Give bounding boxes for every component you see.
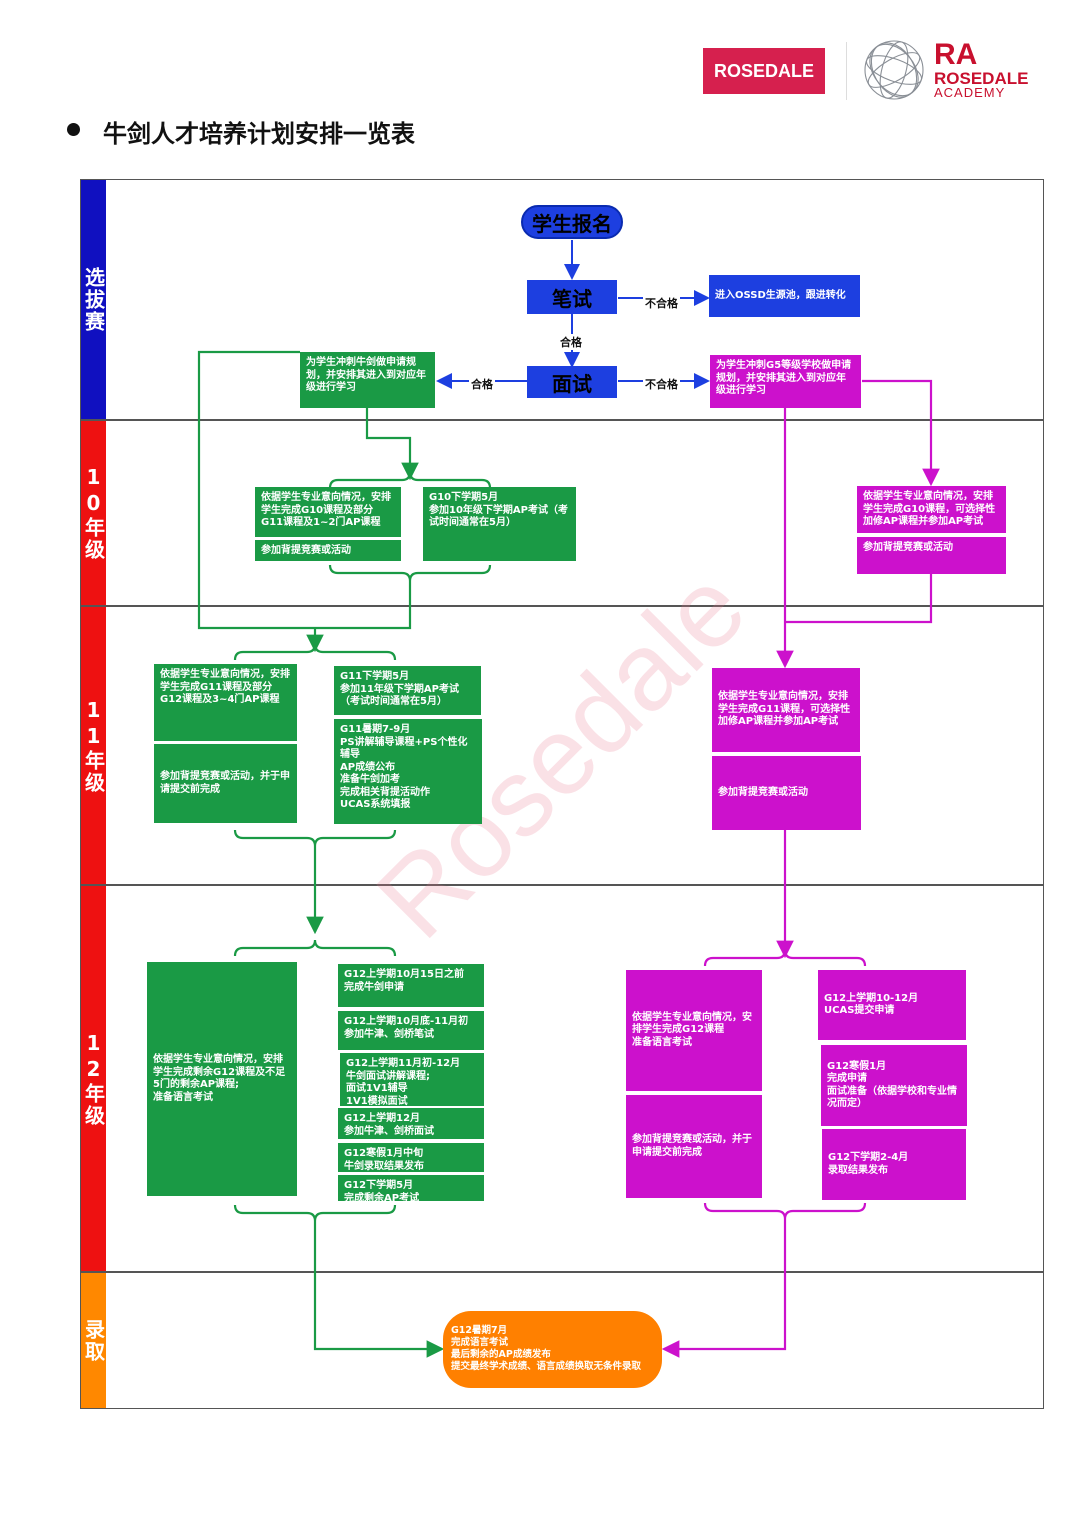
logo-ra: RA xyxy=(934,38,978,71)
node-oxbridge-plan: 为学生冲刺牛剑做申请规划，并安排其进入到对应年级进行学习 xyxy=(300,352,435,408)
node-ossd: 进入OSSD生源池，跟进转化 xyxy=(709,275,860,317)
node-g10-mag-activities: 参加背提竞赛或活动 xyxy=(857,537,1006,574)
band-label-admission: 录取 xyxy=(81,1273,106,1408)
node-g12-courses: 依据学生专业意向情况，安排学生完成剩余G12课程及不足5门的剩余AP课程; 准备… xyxy=(147,962,297,1196)
edge-label-fail-written: 不合格 xyxy=(643,295,680,311)
node-g12-timeline-3: G12上学期11月初-12月 牛剑面试讲解课程; 面试1V1辅导 1V1模拟面试 xyxy=(340,1053,484,1106)
band-label-g11: 11年级 xyxy=(81,607,106,884)
node-g12-mag-timeline-3: G12下学期2-4月 录取结果发布 xyxy=(822,1129,966,1200)
globe-icon xyxy=(862,38,926,102)
band-label-g12: 12年级 xyxy=(81,886,106,1271)
edge-label-pass-interview: 合格 xyxy=(469,376,495,392)
node-g10-ap-exam: G10下学期5月 参加10年级下学期AP考试（考试时间通常在5月） xyxy=(423,487,576,561)
page-title: 牛剑人才培养计划安排一览表 xyxy=(103,120,415,148)
band-g12 xyxy=(80,885,1044,1272)
node-final-admission: G12暑期7月 完成语言考试 最后剩余的AP成绩发布 提交最终学术成绩、语言成绩… xyxy=(443,1311,662,1388)
node-g12-mag-timeline-2: G12寒假1月 完成申请 面试准备（依据学校和专业情况而定） xyxy=(821,1045,967,1126)
node-g12-mag-courses: 依据学生专业意向情况，安排学生完成G12课程 准备语言考试 xyxy=(626,970,762,1091)
band-label-g10: 10年级 xyxy=(81,421,106,605)
band-selection xyxy=(80,179,1044,420)
bullet-icon xyxy=(67,123,80,136)
node-signup: 学生报名 xyxy=(521,205,623,239)
edge-label-pass-written: 合格 xyxy=(558,334,584,350)
node-g11-mag-courses: 依据学生专业意向情况，安排学生完成G11课程，可选择性加修AP课程并参加AP考试 xyxy=(712,668,860,752)
node-g12-timeline-6: G12下学期5月 完成剩余AP考试 xyxy=(338,1175,484,1201)
node-g11-summer: G11暑期7-9月 PS讲解辅导课程+PS个性化辅导 AP成绩公布 准备牛剑加考… xyxy=(334,719,482,824)
band-g11 xyxy=(80,606,1044,885)
band-g10 xyxy=(80,420,1044,606)
node-g12-timeline-5: G12寒假1月中旬 牛剑录取结果发布 xyxy=(338,1143,484,1172)
node-g10-courses: 依据学生专业意向情况，安排学生完成G10课程及部分G11课程及1~2门AP课程 xyxy=(255,487,401,537)
node-g10-activities: 参加背提竞赛或活动 xyxy=(255,540,401,561)
band-admission xyxy=(80,1272,1044,1409)
node-g12-mag-activities: 参加背提竞赛或活动，并于申请提交前完成 xyxy=(626,1095,762,1198)
node-g11-mag-activities: 参加背提竞赛或活动 xyxy=(712,756,861,830)
node-g11-activities: 参加背提竞赛或活动，并于申请提交前完成 xyxy=(154,744,297,823)
node-g10-mag-courses: 依据学生专业意向情况，安排学生完成G10课程，可选择性加修AP课程并参加AP考试 xyxy=(857,486,1006,533)
node-g11-courses: 依据学生专业意向情况，安排学生完成G11课程及部分G12课程及3~4门AP课程 xyxy=(154,664,297,741)
node-interview: 面试 xyxy=(527,366,617,398)
edge-label-fail-interview: 不合格 xyxy=(643,376,680,392)
divider xyxy=(846,42,847,100)
logo-sub: ACADEMY xyxy=(934,85,1006,100)
logo-name: ROSEDALE xyxy=(934,69,1029,88)
band-label-selection: 选拔赛 xyxy=(81,180,106,419)
node-g12-mag-timeline-1: G12上学期10-12月 UCAS提交申请 xyxy=(818,970,966,1040)
node-g12-timeline-2: G12上学期10月底-11月初 参加牛津、剑桥笔试 xyxy=(338,1011,484,1050)
node-g12-timeline-1: G12上学期10月15日之前 完成牛剑申请 xyxy=(338,964,484,1007)
node-g5-plan: 为学生冲刺G5等级学校做申请规划，并安排其进入到对应年级进行学习 xyxy=(710,355,861,408)
node-written-test: 笔试 xyxy=(527,280,617,314)
node-g12-timeline-4: G12上学期12月 参加牛津、剑桥面试 xyxy=(338,1108,484,1139)
rosedale-badge: ROSEDALE xyxy=(703,48,825,94)
node-g11-ap-exam: G11下学期5月 参加11年级下学期AP考试（考试时间通常在5月） xyxy=(334,666,481,715)
